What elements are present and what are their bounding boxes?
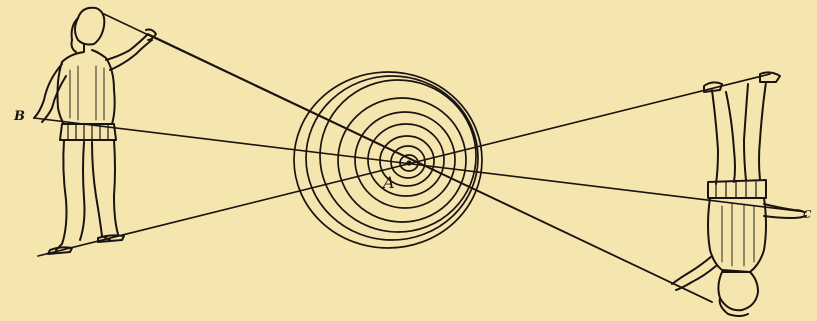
label-b: B bbox=[13, 109, 25, 124]
label-a: A bbox=[381, 173, 395, 192]
label-c: C bbox=[803, 208, 812, 221]
center-point-a bbox=[406, 160, 411, 165]
